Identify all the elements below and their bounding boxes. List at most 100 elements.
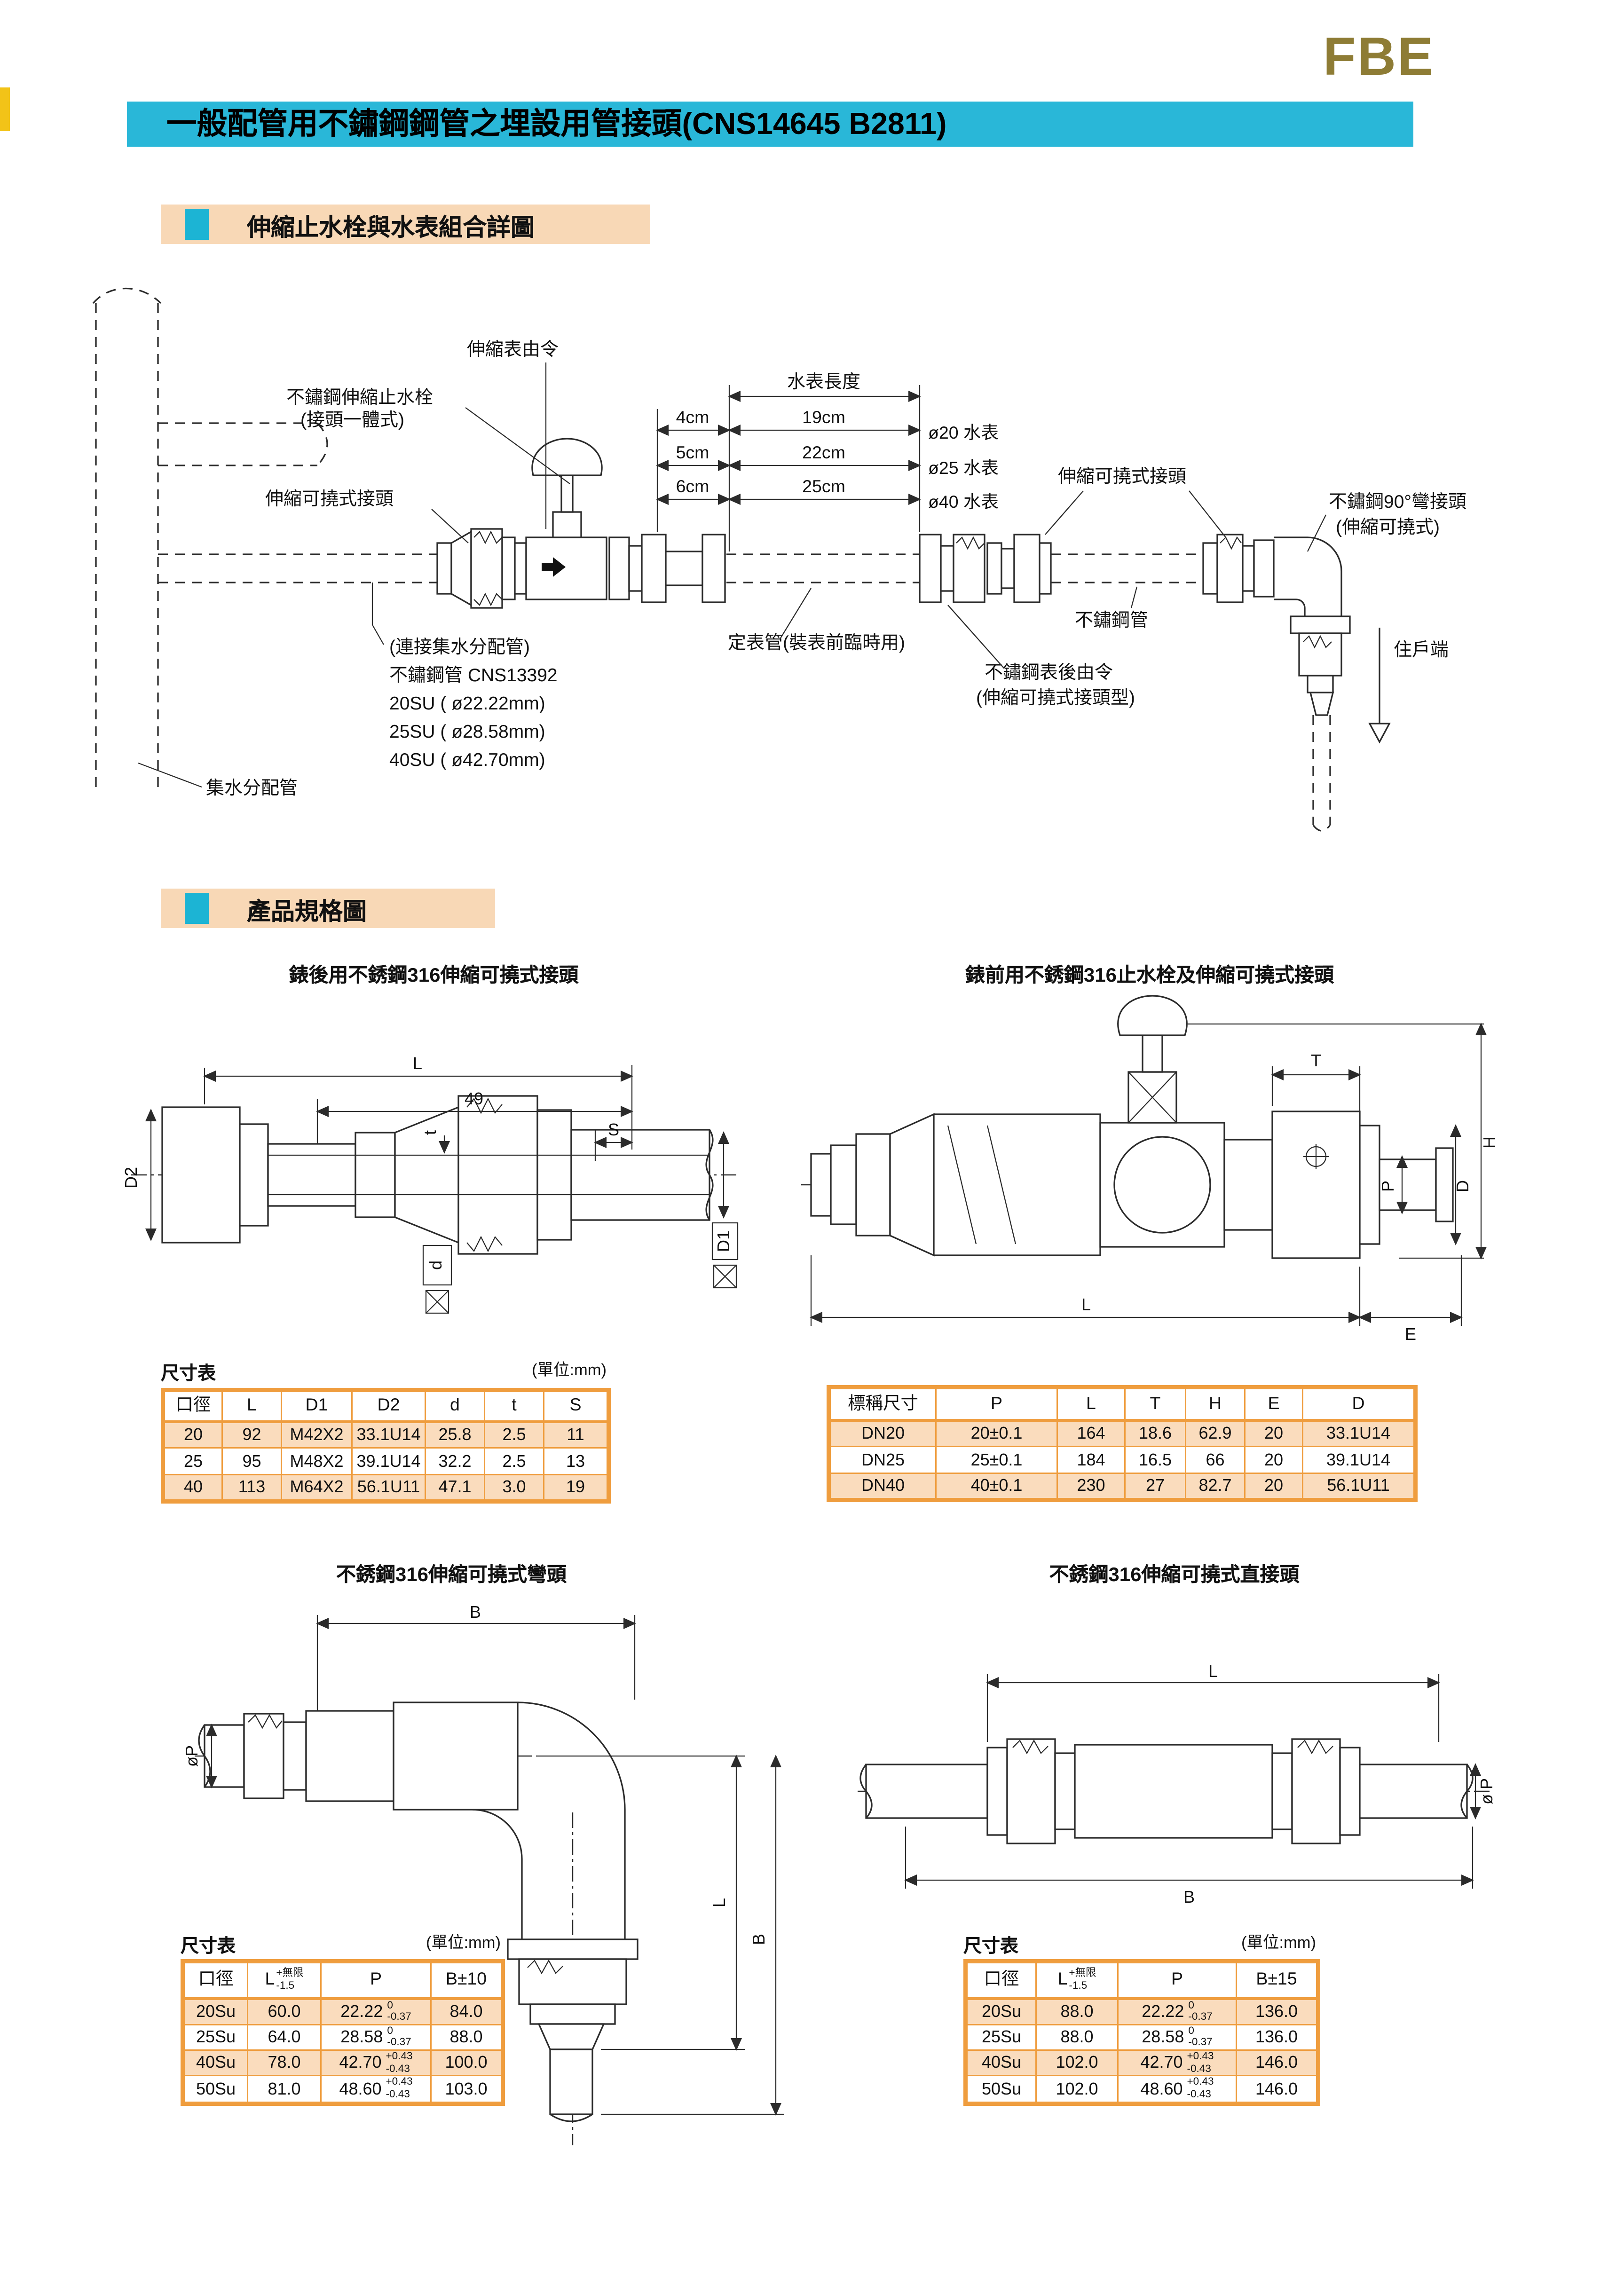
- table1-label: 尺寸表: [161, 1363, 216, 1384]
- dim-D2: D2: [121, 1167, 141, 1189]
- label-meter-1: ø20 水表: [928, 423, 999, 442]
- dim-S: S: [608, 1120, 619, 1139]
- main-pipe: [158, 553, 1203, 583]
- label-connect-3: 20SU ( ø22.22mm): [389, 693, 545, 714]
- page-title: 一般配管用不鏽鋼鋼管之埋設用管接頭(CNS14645 B2811): [127, 102, 1413, 147]
- flow-arrow-icon: [542, 557, 566, 577]
- label-gap-2: 5cm: [676, 442, 710, 462]
- table4-label: 尺寸表: [963, 1935, 1019, 1956]
- diagram2-title: 錶前用不銹鋼316止水栓及伸縮可撓式接頭: [965, 963, 1334, 986]
- label-elbow-2: (伸縮可撓式): [1336, 517, 1440, 537]
- dim-H: H: [1480, 1136, 1499, 1149]
- label-len-3: 25cm: [802, 476, 845, 496]
- assembly-diagram: 水表長度 4cm 19cm ø20 水表 5cm 22cm ø25 水表 6cm…: [92, 287, 1466, 832]
- flex-joint-mid: [986, 534, 1052, 603]
- center-mark-icon: [1303, 1144, 1329, 1169]
- label-connect-4: 25SU ( ø28.58mm): [389, 722, 545, 742]
- dimensions-bottom: ø P B: [904, 1763, 1496, 1906]
- dim-T: T: [1311, 1051, 1321, 1070]
- section-marker-icon: [185, 209, 209, 240]
- label-household: 住戶端: [1394, 640, 1449, 660]
- page-edge-tab: [0, 87, 10, 131]
- dim-L: L: [1208, 1662, 1218, 1681]
- dim-t: t: [420, 1130, 440, 1135]
- spec-diagram-elbow: B øP L: [182, 1602, 784, 2145]
- spec-diagram-front-valve: T H P D L E: [801, 995, 1499, 1344]
- flex-joint-left: [436, 528, 527, 609]
- label-flex-right: 伸縮可撓式接頭: [1058, 466, 1186, 487]
- label-connect-1: (連接集水分配管): [389, 637, 530, 657]
- label-connect-2: 不鏽鋼管 CNS13392: [389, 665, 558, 685]
- meter-union: [608, 534, 726, 603]
- diagram1-title: 錶後用不銹鋼316伸縮可撓式接頭: [289, 963, 579, 986]
- assembly-callouts: 伸縮表由令 不鏽鋼伸縮止水栓 (接頭一體式) 伸縮可撓式接頭 伸縮可撓式接頭 不…: [138, 339, 1466, 798]
- label-flex-left: 伸縮可撓式接頭: [265, 489, 394, 509]
- fitting-profile: [161, 1095, 714, 1255]
- section-marker-icon: [185, 893, 209, 924]
- section-header-specs: 產品規格圖: [161, 889, 495, 928]
- label-gap-3: 6cm: [676, 476, 710, 496]
- elbow-90: [1274, 536, 1351, 832]
- spec-diagram-rear-joint: L 49 S t d D2 D1: [121, 1054, 739, 1314]
- section-title: 伸縮止水栓與水表組合詳圖: [247, 213, 535, 241]
- spec-diagram-straight-joint: L ø P B: [858, 1662, 1496, 1906]
- label-ss-pipe: 不鏽鋼管: [1075, 610, 1148, 630]
- household-end-arrow: [1368, 628, 1391, 744]
- dim-d: d: [426, 1260, 445, 1270]
- dim-L: L: [710, 1898, 729, 1907]
- dimensions-top: L: [986, 1662, 1440, 1742]
- brand-logo: FBE: [1323, 28, 1435, 87]
- label-valve-1: 不鏽鋼伸縮止水栓: [286, 387, 433, 408]
- dim-B-right: B: [749, 1934, 768, 1945]
- flex-joint-right: [1202, 534, 1275, 603]
- dim-D1: D1: [714, 1230, 733, 1252]
- table4-unit: (單位:mm): [1241, 1935, 1316, 1952]
- dim-L: L: [413, 1054, 422, 1073]
- meter-length-dimensions: 水表長度 4cm 19cm ø20 水表 5cm 22cm ø25 水表 6cm…: [656, 372, 999, 551]
- diagram4-title: 不銹鋼316伸縮可撓式直接頭: [1049, 1563, 1300, 1585]
- dim-D: D: [1453, 1180, 1472, 1192]
- valve-profile: [810, 995, 1454, 1259]
- dim-49: 49: [465, 1089, 483, 1108]
- dim-B: B: [1183, 1887, 1195, 1906]
- label-valve-2: (接頭一體式): [300, 410, 404, 430]
- label-gap-1: 4cm: [676, 407, 710, 427]
- dim-L: L: [1081, 1295, 1091, 1314]
- label-connect-5: 40SU ( ø42.70mm): [389, 750, 545, 770]
- label-meter-length: 水表長度: [787, 372, 860, 392]
- label-union-top: 伸縮表由令: [467, 339, 559, 360]
- dim-E: E: [1405, 1324, 1416, 1344]
- dimensions-side: øP L B: [182, 1724, 784, 2116]
- dim-P: P: [1378, 1181, 1397, 1192]
- label-len-1: 19cm: [802, 407, 845, 427]
- table-header-row: 口徑 L+無限-1.5 P B±10: [182, 1961, 504, 2000]
- section-header-assembly: 伸縮止水栓與水表組合詳圖: [161, 205, 650, 244]
- stop-valve: [525, 438, 607, 600]
- weld-symbol-icon: [713, 1264, 737, 1289]
- label-meter-2: ø25 水表: [928, 458, 999, 478]
- dimensions: L 49 S t d D2 D1: [121, 1054, 739, 1314]
- dim-phiP: øP: [182, 1745, 201, 1767]
- table3-unit: (單位:mm): [426, 1935, 501, 1952]
- label-elbow-1: 不鏽鋼90°彎接頭: [1329, 492, 1466, 512]
- table-header-row: 口徑 L+無限-1.5 P B±15: [965, 1961, 1319, 2000]
